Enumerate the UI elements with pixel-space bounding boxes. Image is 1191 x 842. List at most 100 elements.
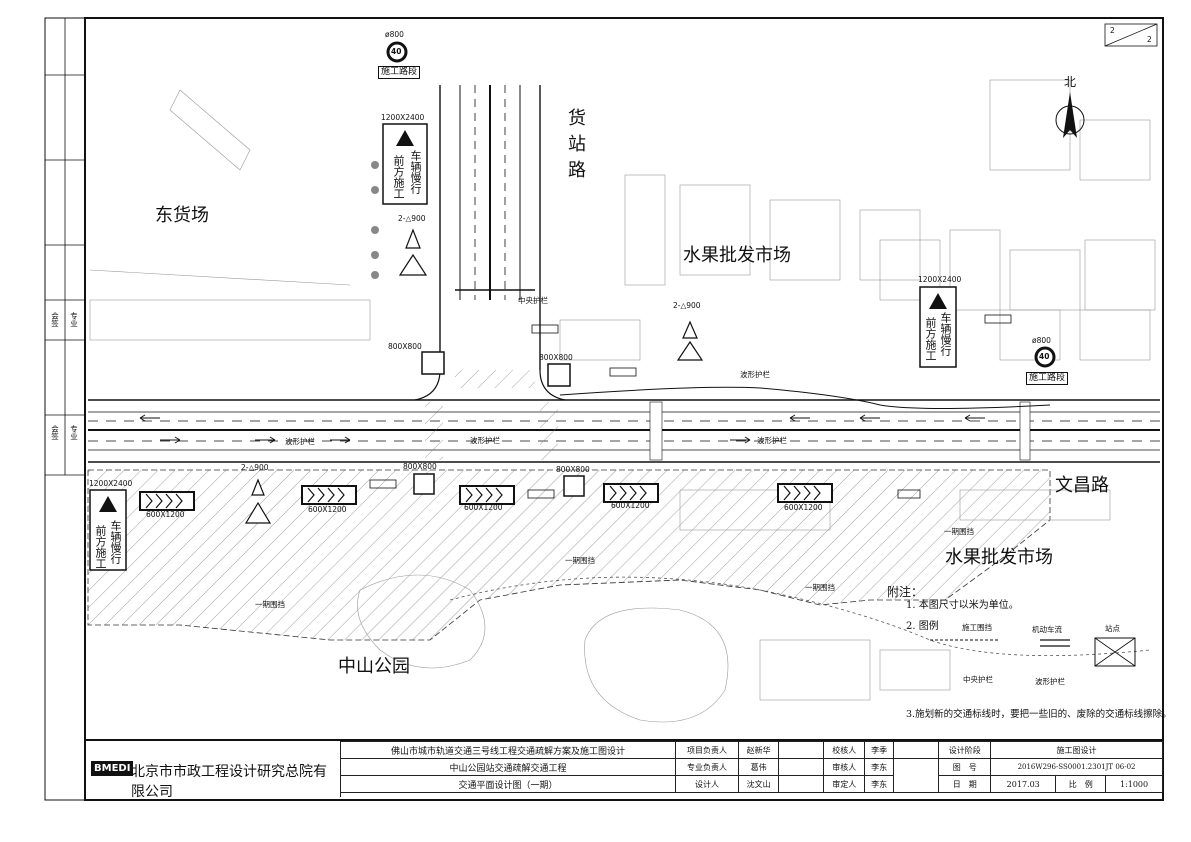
sheet-page: 2 (1110, 26, 1115, 35)
sign-size-label: 600X1200 (784, 503, 823, 512)
sign-size-label: 600X1200 (146, 510, 185, 519)
place-zhongshan-park: 中山公园 (338, 656, 410, 677)
sign-text-right: 车辆慢行 (939, 312, 952, 356)
wave-barrier-label: 波形护栏 (470, 436, 500, 445)
phase1-fence-label: 一期围挡 (944, 527, 974, 536)
note-1: 1. 本图尺寸以米为单位。 (906, 600, 1019, 611)
road-east-west (88, 386, 1160, 463)
north-arrow-icon (1055, 92, 1085, 138)
sign-size-label: 800X800 (403, 462, 437, 471)
role-label: 审核人 (823, 758, 865, 776)
sign-size-label: 2-△900 (398, 214, 426, 223)
role-label: 专业负责人 (675, 758, 739, 776)
legend-station-label: 站点 (1105, 624, 1120, 633)
role-label: 项目负责人 (675, 741, 739, 759)
sheet-total: 2 (1147, 35, 1152, 44)
signature-cell (778, 775, 825, 793)
speed-limit-value: 40 (1039, 352, 1050, 361)
margin-stamp: 会签 (50, 312, 60, 327)
signature-cell (778, 741, 825, 759)
stage-label: 设计阶段 (938, 741, 992, 759)
notes-heading: 附注： (887, 585, 924, 599)
role-name: 葛伟 (737, 758, 780, 776)
signature-cell (893, 758, 940, 793)
drawing-no: 2016W296-SS0001.2301JT 06-02 (990, 758, 1163, 776)
company-logo: BMEDI (91, 761, 134, 776)
role-name: 李季 (863, 741, 895, 759)
lane-arrows (139, 414, 985, 444)
date-label: 日 期 (938, 775, 992, 793)
signal-heads (369, 314, 1012, 499)
signature-cell (893, 741, 940, 759)
speed-limit-value: 40 (391, 47, 402, 56)
sign-text-right: 车辆慢行 (109, 520, 122, 564)
margin-stamp: 专业 (69, 425, 79, 440)
role-name: 李东 (863, 775, 895, 793)
legend-wave-label: 波形护栏 (1035, 677, 1065, 686)
scale-label: 比 例 (1055, 775, 1107, 793)
phase2-fence-line (449, 576, 1151, 656)
wave-barrier-label: 波形护栏 (285, 437, 315, 446)
note-2: 2. 图例 (906, 621, 939, 632)
construction-zone-hatch (87, 469, 1051, 641)
sign-size-label: 600X1200 (464, 503, 503, 512)
legend-median-label: 中央护栏 (963, 675, 993, 684)
legend-flow-label: 机动车流 (1032, 625, 1062, 634)
legend-fence-label: 施工围挡 (962, 623, 992, 632)
inner-frame (84, 17, 1164, 801)
sign-size-label: 2-△900 (673, 301, 701, 310)
sign-size-label: 1200X2400 (918, 275, 962, 284)
north-label: 北 (1064, 75, 1077, 89)
sign-size-label: 800X800 (539, 353, 573, 362)
legend-graphics (930, 637, 1136, 667)
sign-size-label: 600X1200 (308, 505, 347, 514)
role-name: 李东 (863, 758, 895, 776)
construction-triangle-icon (99, 130, 947, 512)
phase1-fence-label: 一期围挡 (565, 556, 595, 565)
role-label: 审定人 (823, 775, 865, 793)
speed-limit-size: ø800 (1032, 336, 1051, 345)
sign-size-label: 1200X2400 (89, 479, 133, 488)
outer-frame (44, 17, 1164, 801)
wave-barrier-label: 波形护栏 (757, 436, 787, 445)
phase1-fence-label: 一期围挡 (805, 583, 835, 592)
role-name: 赵新华 (737, 741, 780, 759)
place-shuiguo-market-north: 水果批发市场 (683, 245, 791, 266)
title-block-table: 佛山市城市轨道交通三号线工程交通疏解方案及施工图设计 项目负责人 赵新华 校核人… (340, 741, 1163, 793)
drawing-no-label: 图 号 (938, 758, 992, 776)
sign-size-label: 1200X2400 (381, 113, 425, 122)
signature-cell (778, 758, 825, 776)
sign-text-right: 车辆慢行 (409, 150, 422, 194)
tree-dots (371, 161, 379, 279)
square-warning-sign-icon (413, 351, 585, 497)
project-line-3: 交通平面设计图（一期） (340, 775, 676, 793)
sign-size-label: 800X800 (388, 342, 422, 351)
scale-value: 1:1000 (1105, 775, 1163, 793)
company-name: 北京市市政工程设计研究总院有限公司 (131, 764, 327, 800)
background-buildings (89, 79, 1156, 723)
triangle-sign-icon (244, 228, 704, 524)
margin-stamp: 专业 (69, 312, 79, 327)
role-label: 设计人 (675, 775, 739, 793)
sign-text-left: 前方施工 (94, 525, 107, 569)
sign-text-left: 前方施工 (924, 317, 937, 361)
median-barrier-label: 中央护栏 (518, 296, 548, 305)
sign-size-label: 2-△900 (241, 463, 269, 472)
speed-limit-icon (386, 41, 1056, 368)
note-3: 3.施划新的交通标线时，要把一些旧的、废除的交通标线擦除。 (906, 709, 1172, 720)
role-name: 沈文山 (737, 775, 780, 793)
speed-limit-size: ø800 (385, 30, 404, 39)
sign-size-label: 600X1200 (611, 501, 650, 510)
place-dong-huochang: 东货场 (155, 205, 209, 226)
margin-stamp: 会签 (50, 425, 60, 440)
place-wenchang-lu: 文昌路 (1055, 475, 1109, 496)
project-line-1: 佛山市城市轨道交通三号线工程交通疏解方案及施工图设计 (340, 741, 676, 759)
work-section-label: 施工路段 (378, 66, 421, 79)
chevron-board-icon (139, 483, 833, 511)
company-block: BMEDI 北京市市政工程设计研究总院有限公司 (85, 741, 341, 800)
work-section-label: 施工路段 (1026, 372, 1069, 385)
date-value: 2017.03 (990, 775, 1057, 793)
stage-value: 施工图设计 (990, 741, 1163, 759)
place-huozhan-lu: 货站路 (565, 108, 586, 186)
